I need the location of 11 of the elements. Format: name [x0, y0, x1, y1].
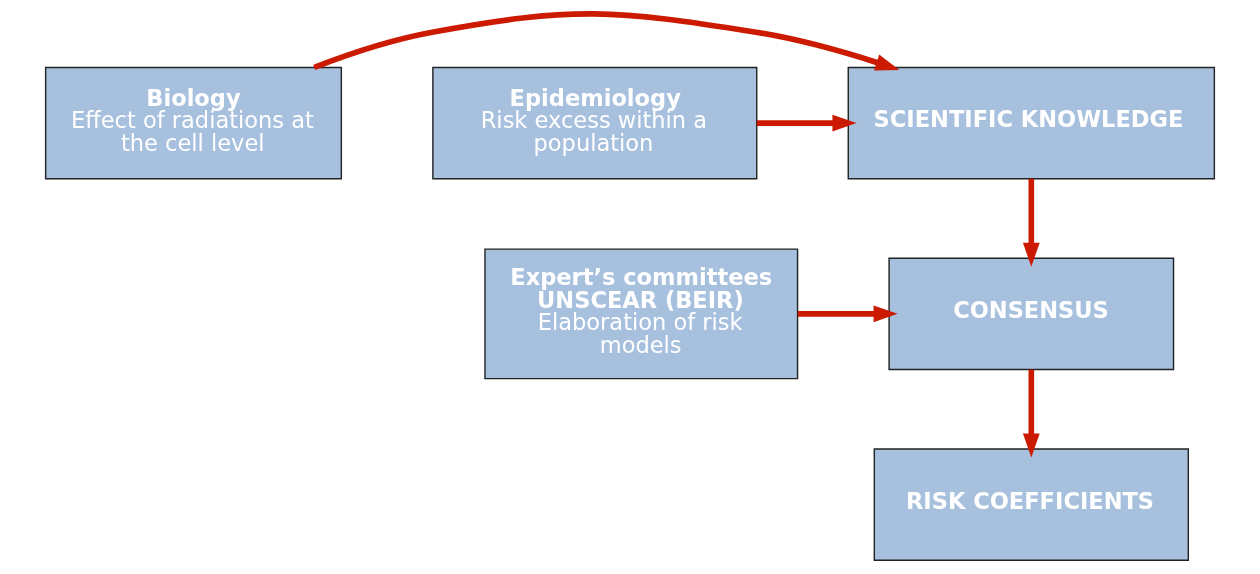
node-box: Epidemiology Risk excess within a population	[432, 66, 758, 180]
arrow	[797, 305, 898, 323]
arrow	[313, 11, 900, 71]
node-box: CONSENSUS	[888, 257, 1175, 371]
arrow	[1022, 369, 1040, 458]
arrow	[1022, 178, 1040, 267]
node-box: RISK COEFFICIENTS	[873, 448, 1190, 561]
node-box: Biology Effect of radiations at the cell level	[44, 66, 343, 180]
node-box: SCIENTIFIC KNOWLEDGE	[847, 66, 1216, 180]
arrow	[756, 114, 857, 132]
node-box: Expert’s committees UNSCEAR (BEIR) Elaboration of risk models	[484, 248, 799, 380]
